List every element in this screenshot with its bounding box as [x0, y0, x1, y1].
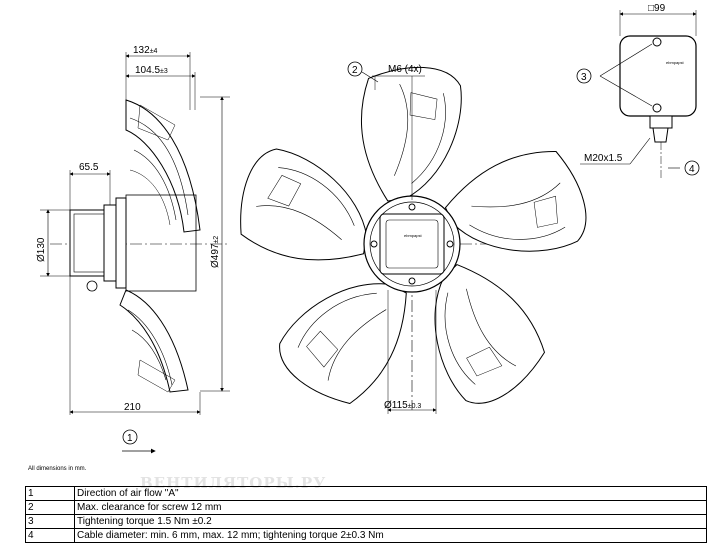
side-view: [40, 52, 230, 454]
svg-text:Ø497±2: Ø497±2: [210, 236, 221, 268]
terminal-box: [580, 10, 697, 180]
units-note: All dimensions in mm.: [28, 466, 87, 472]
svg-text:104.5±3: 104.5±3: [135, 65, 168, 76]
fan-blade: [434, 264, 546, 404]
terminal-box-labels: □99 ebmpapst 3 M20x1.5 4: [576, 3, 700, 176]
dim-210: 210: [124, 402, 141, 413]
box-brand-label: ebmpapst: [666, 60, 684, 65]
side-view-labels: 132±4 104.5±3 65.5 210 Ø130 Ø497±2 1: [36, 45, 221, 445]
front-view-labels: 2 M6 (4x) Ø115±0.3 ebmpapst: [347, 61, 422, 411]
dim-hub-diameter: Ø115: [384, 400, 408, 411]
dim-65-5: 65.5: [79, 162, 99, 173]
fan-blade: [279, 283, 407, 405]
callout-4: 4: [689, 164, 695, 175]
fan-blade: [360, 66, 462, 202]
technical-drawing: 132±4 104.5±3 65.5 210 Ø130 Ø497±2 1 2: [36, 3, 700, 454]
fan-blade: [240, 148, 368, 261]
front-view: [240, 66, 587, 414]
callout-2: 2: [352, 65, 358, 76]
lower-blade: [119, 289, 189, 393]
dim-screw: M6 (4x): [388, 64, 422, 75]
hub-brand-label: ebmpapst: [404, 233, 422, 238]
dim-gland: M20x1.5: [584, 153, 623, 164]
svg-text:132±4: 132±4: [133, 45, 158, 56]
dim-132: 132: [133, 45, 150, 56]
fan-blades: [240, 66, 587, 405]
dim-motor-diameter: Ø130: [36, 237, 47, 262]
dim-104-5: 104.5: [135, 65, 160, 76]
upper-blade: [125, 99, 201, 233]
svg-text:Ø115±0.3: Ø115±0.3: [384, 400, 421, 411]
callout-1: 1: [127, 433, 133, 444]
dim-box: □99: [648, 3, 666, 14]
callout-3: 3: [581, 72, 587, 83]
fan-blade: [444, 150, 587, 252]
dim-fan-diameter: Ø497: [210, 243, 221, 268]
